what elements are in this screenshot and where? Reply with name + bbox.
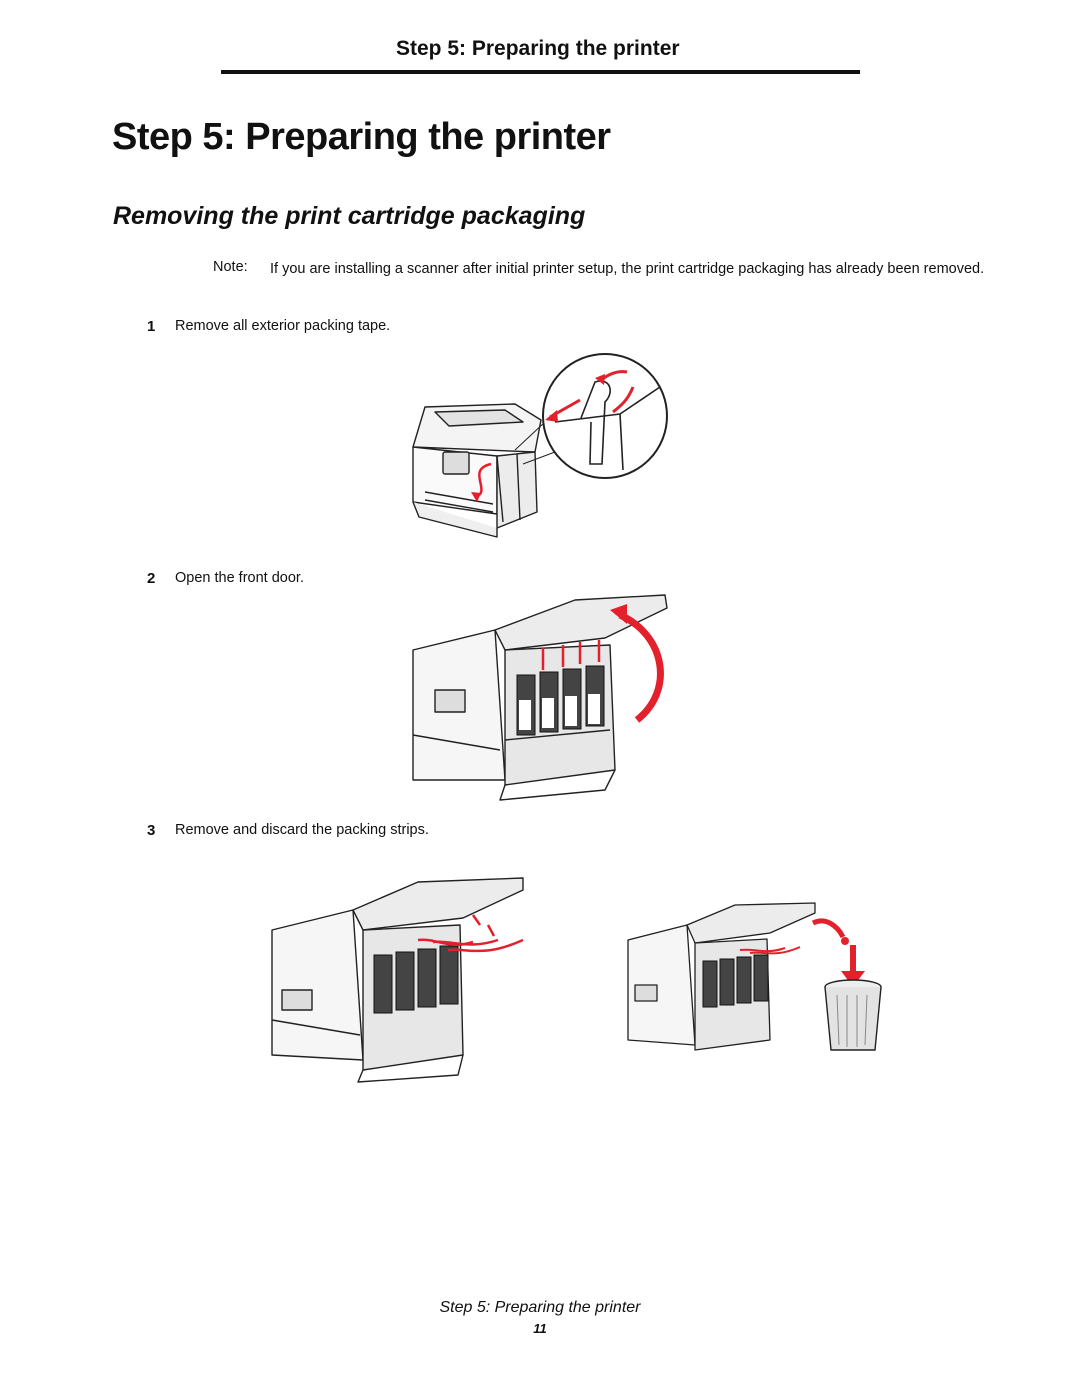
page-title: Step 5: Preparing the printer [112, 116, 611, 158]
note-label: Note: [213, 259, 248, 275]
note-text: If you are installing a scanner after in… [270, 261, 985, 277]
section-title: Removing the print cartridge packaging [113, 202, 586, 230]
open-front-door-illustration [412, 594, 668, 801]
step-2-text: Open the front door. [175, 570, 304, 586]
step-2-number: 2 [147, 570, 156, 587]
footer-title: Step 5: Preparing the printer [439, 1299, 641, 1316]
running-header: Step 5: Preparing the printer [396, 37, 680, 60]
step-3-text: Remove and discard the packing strips. [175, 822, 429, 838]
discard-strips-illustration [627, 902, 882, 1051]
page-number: 11 [533, 1321, 547, 1336]
remove-strips-illustration [271, 877, 524, 1083]
step-3-number: 3 [147, 822, 156, 839]
step-1-text: Remove all exterior packing tape. [175, 318, 391, 334]
tape-removal-illustration [412, 353, 668, 538]
header-rule [221, 70, 860, 74]
step-1-number: 1 [147, 318, 156, 335]
